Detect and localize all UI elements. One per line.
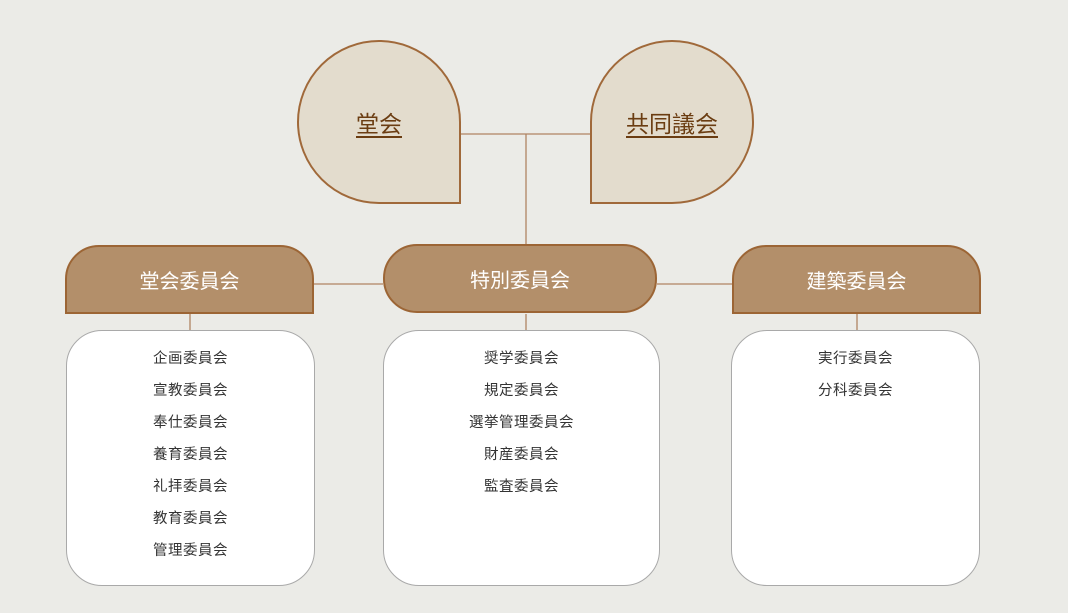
- committee-title: 特別委員会: [470, 268, 570, 292]
- list-item: 宣教委員会: [153, 383, 228, 399]
- special-committee-list: 奨学委員会 規定委員会 選挙管理委員会 財産委員会 監査委員会: [383, 330, 660, 586]
- list-item: 企画委員会: [153, 351, 228, 367]
- list-item: 養育委員会: [153, 447, 228, 463]
- list-item: 分科委員会: [818, 383, 893, 399]
- dokai-committee-list: 企画委員会 宣教委員会 奉仕委員会 養育委員会 礼拝委員会 教育委員会 管理委員…: [66, 330, 315, 586]
- list-item: 規定委員会: [484, 383, 559, 399]
- list-item: 教育委員会: [153, 511, 228, 527]
- list-item: 奨学委員会: [484, 351, 559, 367]
- list-item: 財産委員会: [484, 447, 559, 463]
- building-committee-list: 実行委員会 分科委員会: [731, 330, 980, 586]
- special-committee-header: 特別委員会: [383, 244, 657, 313]
- kyodo-gikai-node[interactable]: 共同議会: [590, 40, 754, 204]
- list-item: 管理委員会: [153, 543, 228, 559]
- dokai-link[interactable]: 堂会: [356, 112, 402, 138]
- list-item: 選挙管理委員会: [469, 415, 574, 431]
- list-item: 実行委員会: [818, 351, 893, 367]
- list-item: 監査委員会: [484, 479, 559, 495]
- dokai-committee-header: 堂会委員会: [65, 245, 314, 314]
- list-item: 礼拝委員会: [153, 479, 228, 495]
- kyodo-gikai-link[interactable]: 共同議会: [626, 112, 718, 138]
- committee-title: 堂会委員会: [139, 269, 240, 293]
- committee-title: 建築委員会: [806, 269, 907, 293]
- building-committee-header: 建築委員会: [732, 245, 981, 314]
- dokai-node[interactable]: 堂会: [297, 40, 461, 204]
- list-item: 奉仕委員会: [153, 415, 228, 431]
